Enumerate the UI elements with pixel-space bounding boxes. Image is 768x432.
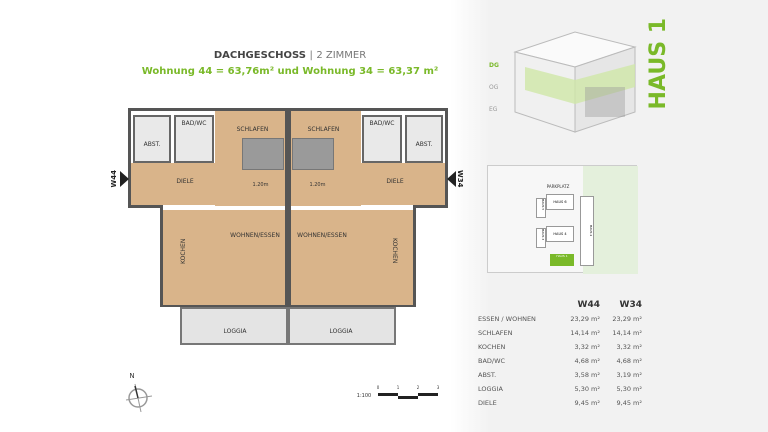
w44-wohnen-label: WOHNEN/ESSEN [230, 232, 280, 239]
w44-loggia [180, 307, 288, 345]
w44-abst-room [133, 115, 171, 163]
scale-tick: 3 [436, 385, 440, 390]
site-house-2: HAUS 2 [580, 196, 594, 266]
w44-turning-circle: 1.20m [252, 182, 269, 188]
floor-label-dg: DG [489, 62, 499, 69]
w44-loggia-label: LOGGIA [223, 328, 247, 335]
w34-tag: W34 [456, 170, 464, 188]
compass-icon: N [124, 372, 154, 412]
site-house-1-highlight: HAUS 1 [550, 254, 574, 266]
w34-loggia-label: LOGGIA [329, 328, 353, 335]
w44-bed [242, 138, 284, 170]
w44-kochen-label: KOCHEN [180, 238, 187, 264]
apartment-areas: Wohnung 44 = 63,76m² und Wohnung 34 = 63… [141, 66, 439, 77]
site-house-6: HAUS 6 [546, 194, 574, 210]
site-house-3: HAUS 3 [536, 228, 546, 248]
floor-label-eg: EG [489, 106, 498, 113]
w44-abst-label: ABST. [143, 141, 161, 148]
scale-label: 1:100 [356, 393, 372, 399]
scale-segment [398, 396, 418, 399]
page-title: DACHGESCHOSS | 2 ZIMMER [213, 50, 367, 61]
w34-abst-label: ABST. [415, 141, 433, 148]
scale-tick: 1 [396, 385, 400, 390]
w44-bad-room [174, 115, 214, 163]
scale-segment [378, 393, 398, 396]
scale-tick: 0 [376, 385, 380, 390]
w44-diele-label: DIELE [176, 178, 194, 185]
w34-schlafen-label: SCHLAFEN [307, 126, 340, 133]
site-house-4: HAUS 4 [546, 226, 574, 242]
house-name: HAUS 1 [646, 18, 671, 110]
scale-tick: 2 [416, 385, 420, 390]
w34-kochen-label: KOCHEN [391, 238, 398, 264]
site-house-5: HAUS 5 [536, 198, 546, 218]
parking-label: PARKPLATZ [546, 184, 570, 189]
w34-diele-label: DIELE [386, 178, 404, 185]
w44-wohnen-floor [163, 210, 285, 305]
w34-entrance-arrow-icon [447, 171, 456, 187]
w44-entrance-arrow-icon [120, 171, 129, 187]
w44-tag: W44 [110, 170, 118, 188]
w34-bad-room [362, 115, 402, 163]
w34-wohnen-floor [291, 210, 413, 305]
scale-segment [418, 393, 438, 396]
site-plan: PARKPLATZ HAUS 6 HAUS 4 HAUS 5 HAUS 3 HA… [487, 165, 638, 274]
building-illustration: DG OG EG [489, 12, 645, 137]
w34-wohnen-label: WOHNEN/ESSEN [297, 232, 347, 239]
w34-bad-label: BAD/WC [369, 120, 395, 127]
w34-bed [292, 138, 334, 170]
w34-abst-room [405, 115, 443, 163]
w44-bad-label: BAD/WC [181, 120, 207, 127]
compass-north-label: N [129, 372, 135, 380]
w34-turning-circle: 1.20m [309, 182, 326, 188]
floor-label-og: OG [489, 84, 499, 91]
w34-loggia [288, 307, 396, 345]
w44-schlafen-label: SCHLAFEN [236, 126, 269, 133]
